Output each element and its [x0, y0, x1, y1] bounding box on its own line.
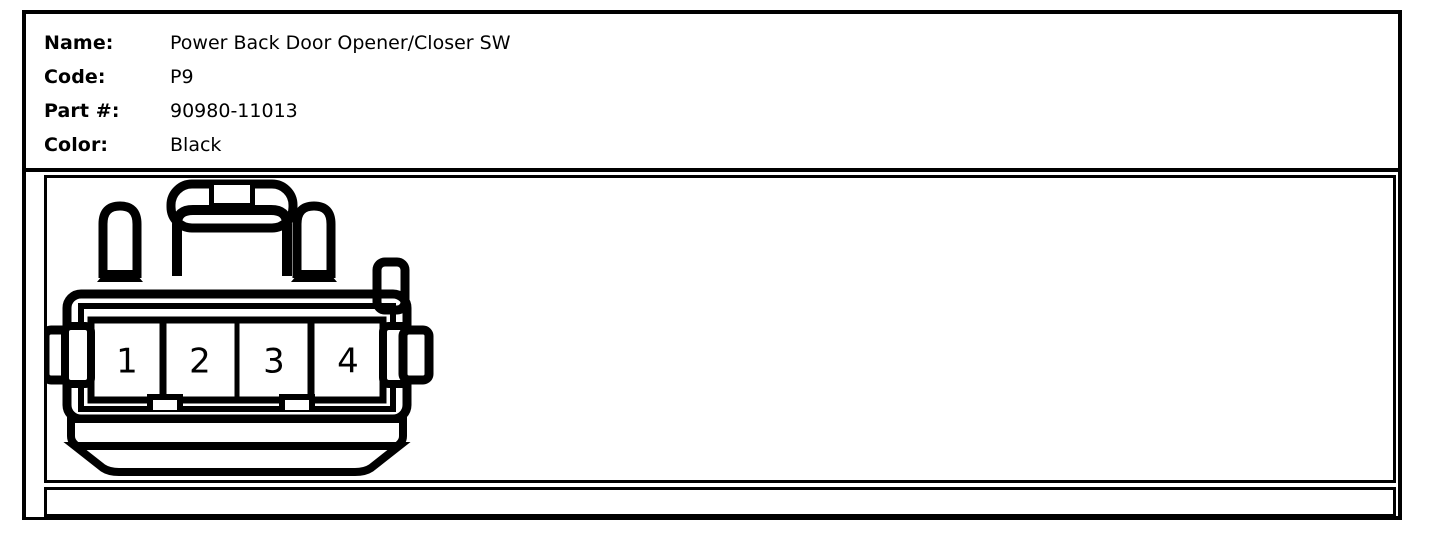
left-guide-post-foot	[97, 270, 143, 282]
left-lock-tab-inner	[61, 322, 95, 388]
connector-diagram-panel: 1 2 3 4	[41, 175, 1396, 483]
pin-number-2: 2	[189, 342, 211, 382]
right-lock-tab	[398, 325, 434, 385]
right-guide-post	[292, 201, 336, 278]
pin-number-3: 3	[263, 342, 285, 382]
info-row-name: Name: Power Back Door Opener/Closer SW	[44, 26, 1398, 60]
left-guide-post	[98, 201, 142, 278]
info-value-part-number: 90980-11013	[170, 100, 298, 122]
right-guide-post-foot	[291, 270, 337, 282]
connector-info-panel: Name: Power Back Door Opener/Closer SW C…	[26, 14, 1398, 172]
info-label-code: Code:	[44, 66, 106, 88]
info-row-code: Code: P9	[44, 60, 1398, 94]
connector-diagram-image: 1 2 3 4	[41, 178, 441, 480]
info-label-color: Color:	[44, 134, 109, 156]
pin-number-1: 1	[116, 342, 138, 382]
info-value-name: Power Back Door Opener/Closer SW	[170, 32, 511, 54]
center-bracket	[172, 205, 292, 276]
left-gutter-strip	[26, 176, 44, 517]
pin-number-4: 4	[337, 342, 359, 382]
top-latch-inner-window	[214, 185, 250, 203]
info-row-part-number: Part #: 90980-11013	[44, 94, 1398, 128]
bottom-shroud-skirt	[63, 442, 411, 476]
info-value-code: P9	[170, 66, 194, 88]
info-label-name: Name:	[44, 32, 114, 54]
card-footer-strip	[44, 487, 1396, 517]
bottom-notch-left-window	[153, 400, 177, 410]
info-label-part-number: Part #:	[44, 100, 120, 122]
right-key-tab	[372, 257, 410, 315]
bottom-notch-right-window	[285, 400, 309, 410]
info-row-color: Color: Black	[44, 128, 1398, 162]
connector-drawing-svg: 1 2 3 4	[41, 179, 434, 476]
info-value-color: Black	[170, 134, 222, 156]
